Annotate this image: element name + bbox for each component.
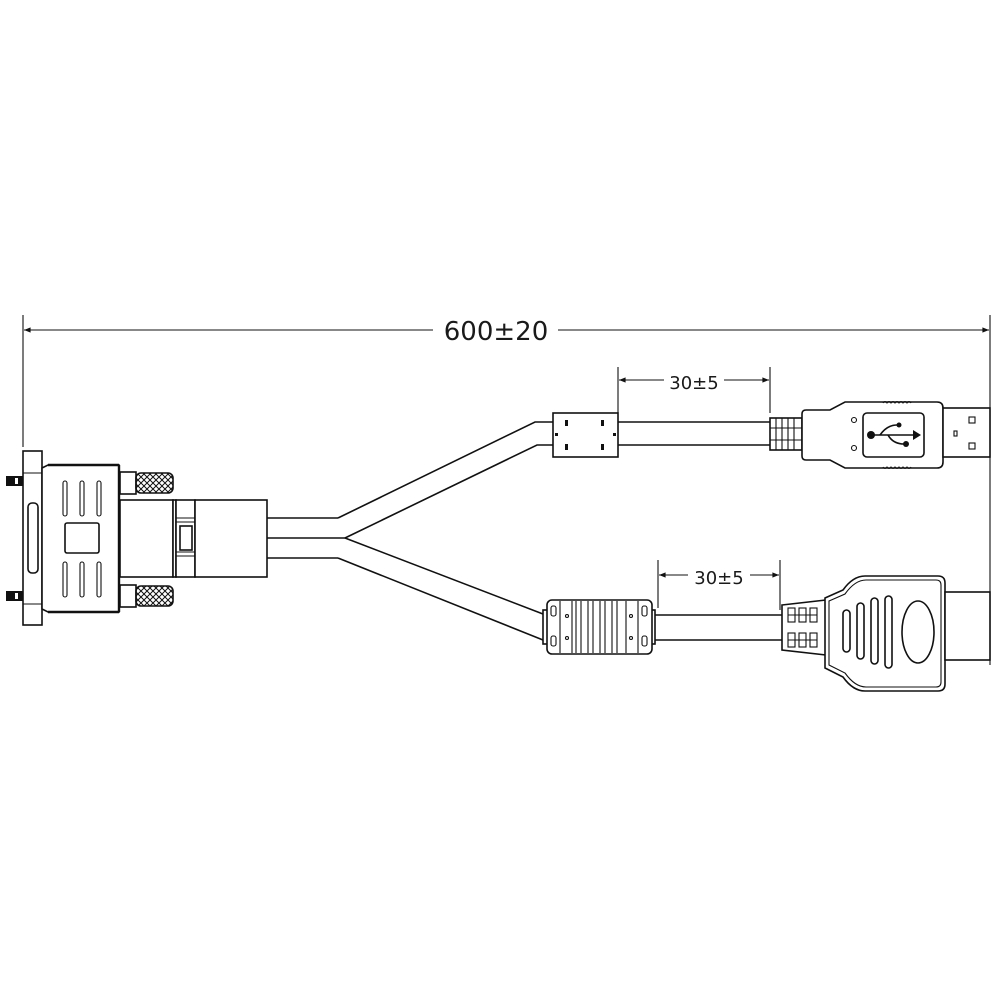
usb-trident-icon (867, 422, 921, 447)
overall-dimension: 600±20 (22, 315, 991, 665)
dvi-stud-bottom (6, 591, 23, 601)
dvi-vent-slots (62, 480, 102, 598)
hdmi-ferrite-core (542, 599, 656, 655)
dvi-flange-slot (27, 502, 39, 574)
cable-y-split (267, 421, 553, 641)
overall-length-label: 600±20 (444, 317, 549, 347)
hdmi-ferrite-offset-label: 30±5 (694, 568, 743, 589)
dvi-collar-latch (179, 525, 193, 551)
dvi-thumbscrew-top (119, 471, 174, 495)
hdmi-ferrite-dimension: 30±5 (657, 560, 781, 610)
hdmi-connector-icon (824, 575, 991, 692)
usb-branch-cable (337, 421, 553, 519)
hdmi-strain-relief (781, 599, 827, 656)
usb-ferrite-offset-label: 30±5 (669, 373, 718, 394)
dvi-boot (194, 499, 268, 578)
dvi-connector-icon (6, 450, 268, 626)
dvi-thumbscrew-bottom (119, 584, 174, 608)
dvi-label-window (64, 522, 100, 554)
usb-logo-panel (862, 412, 925, 458)
hdmi-branch-cable (344, 537, 544, 615)
dvi-stud-top (6, 476, 23, 486)
usb-strain-relief (769, 417, 803, 451)
usb-ferrite-dimension: 30±5 (617, 367, 771, 413)
dvi-backshell (119, 499, 174, 578)
usb-a-connector (801, 400, 991, 470)
usb-ferrite-core (552, 412, 619, 458)
